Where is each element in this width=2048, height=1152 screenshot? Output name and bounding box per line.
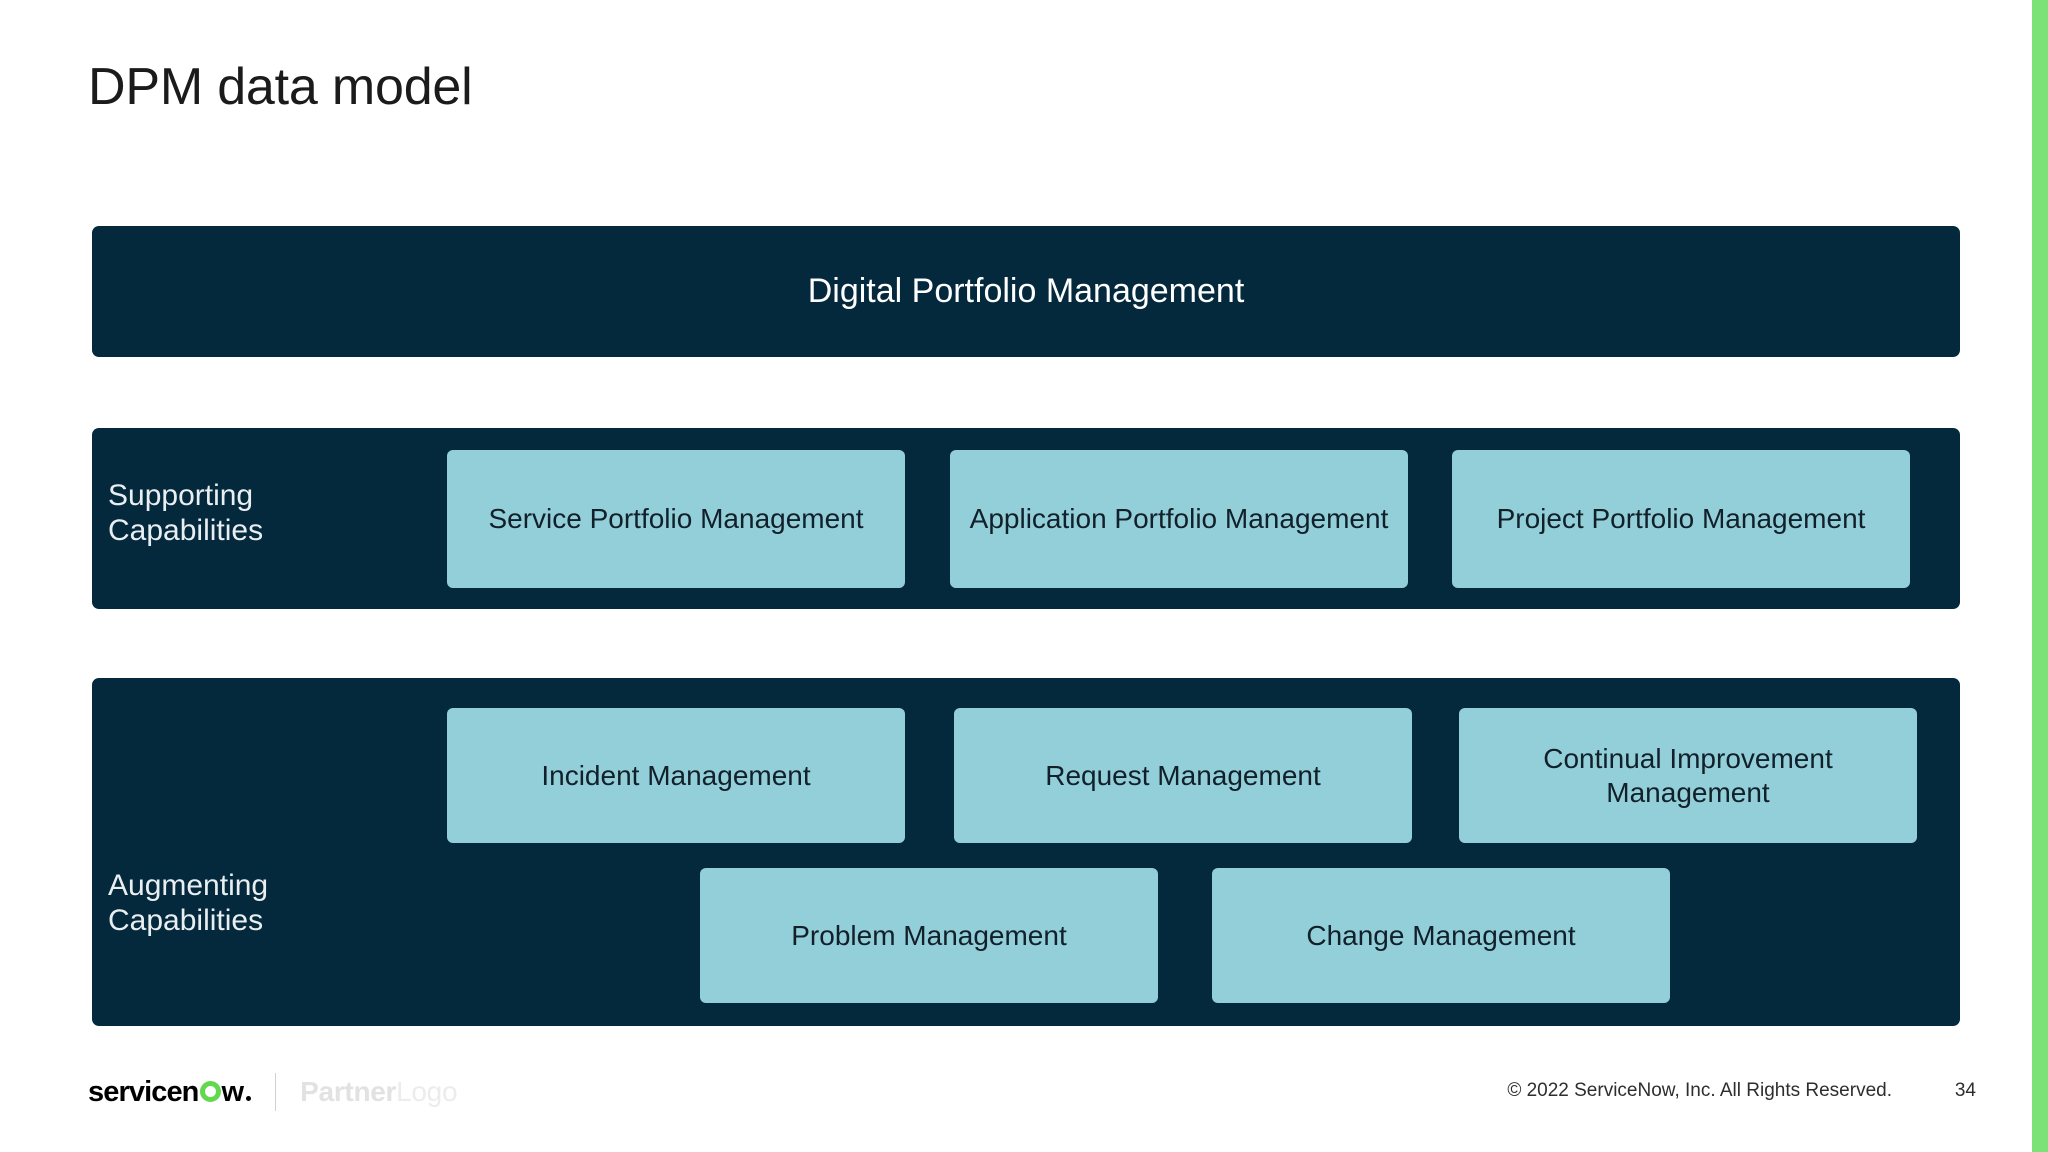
page-number: 34 bbox=[1954, 1080, 1976, 1101]
augmenting-capabilities-label: Augmenting Capabilities bbox=[108, 868, 408, 939]
partner-logo-placeholder: PartnerLogo bbox=[300, 1076, 457, 1108]
logo-group: servicen w PartnerLogo bbox=[88, 1072, 458, 1112]
card-request-management[interactable]: Request Management bbox=[954, 708, 1412, 843]
slide-footer: servicen w PartnerLogo © 2022 ServiceNow… bbox=[0, 1066, 2048, 1126]
servicenow-logo-o-icon bbox=[199, 1080, 221, 1102]
logo-divider bbox=[275, 1073, 277, 1111]
card-continual-improvement-management[interactable]: Continual Improvement Management bbox=[1459, 708, 1917, 843]
card-application-portfolio-management[interactable]: Application Portfolio Management bbox=[950, 450, 1408, 588]
card-change-management[interactable]: Change Management bbox=[1212, 868, 1670, 1003]
supporting-capabilities-band: Supporting Capabilities Service Portfoli… bbox=[92, 428, 1960, 609]
servicenow-logo-text-post: w bbox=[221, 1075, 245, 1108]
servicenow-logo-text-pre: servicen bbox=[88, 1075, 199, 1108]
servicenow-logo-dot-icon bbox=[246, 1095, 252, 1101]
augmenting-label-line1: Augmenting bbox=[108, 869, 269, 902]
card-problem-management[interactable]: Problem Management bbox=[700, 868, 1158, 1003]
card-service-portfolio-management[interactable]: Service Portfolio Management bbox=[447, 450, 905, 588]
page-title: DPM data model bbox=[88, 58, 473, 116]
card-incident-management[interactable]: Incident Management bbox=[447, 708, 905, 843]
partner-logo-bold: Partner bbox=[300, 1076, 397, 1107]
card-project-portfolio-management[interactable]: Project Portfolio Management bbox=[1452, 450, 1910, 588]
band-title-dpm: Digital Portfolio Management bbox=[807, 272, 1245, 310]
right-accent-strip bbox=[2032, 0, 2048, 1152]
supporting-capabilities-label: Supporting Capabilities bbox=[108, 478, 408, 549]
supporting-label-line2: Capabilities bbox=[108, 514, 264, 548]
supporting-label-line1: Supporting bbox=[108, 479, 254, 512]
digital-portfolio-management-band: Digital Portfolio Management bbox=[92, 226, 1960, 357]
augmenting-label-line2: Capabilities bbox=[108, 904, 264, 938]
copyright-text: © 2022 ServiceNow, Inc. All Rights Reser… bbox=[1507, 1080, 1892, 1101]
augmenting-capabilities-band: Augmenting Capabilities Incident Managem… bbox=[92, 678, 1960, 1026]
partner-logo-light: Logo bbox=[396, 1076, 458, 1107]
servicenow-logo: servicen w bbox=[88, 1075, 252, 1109]
